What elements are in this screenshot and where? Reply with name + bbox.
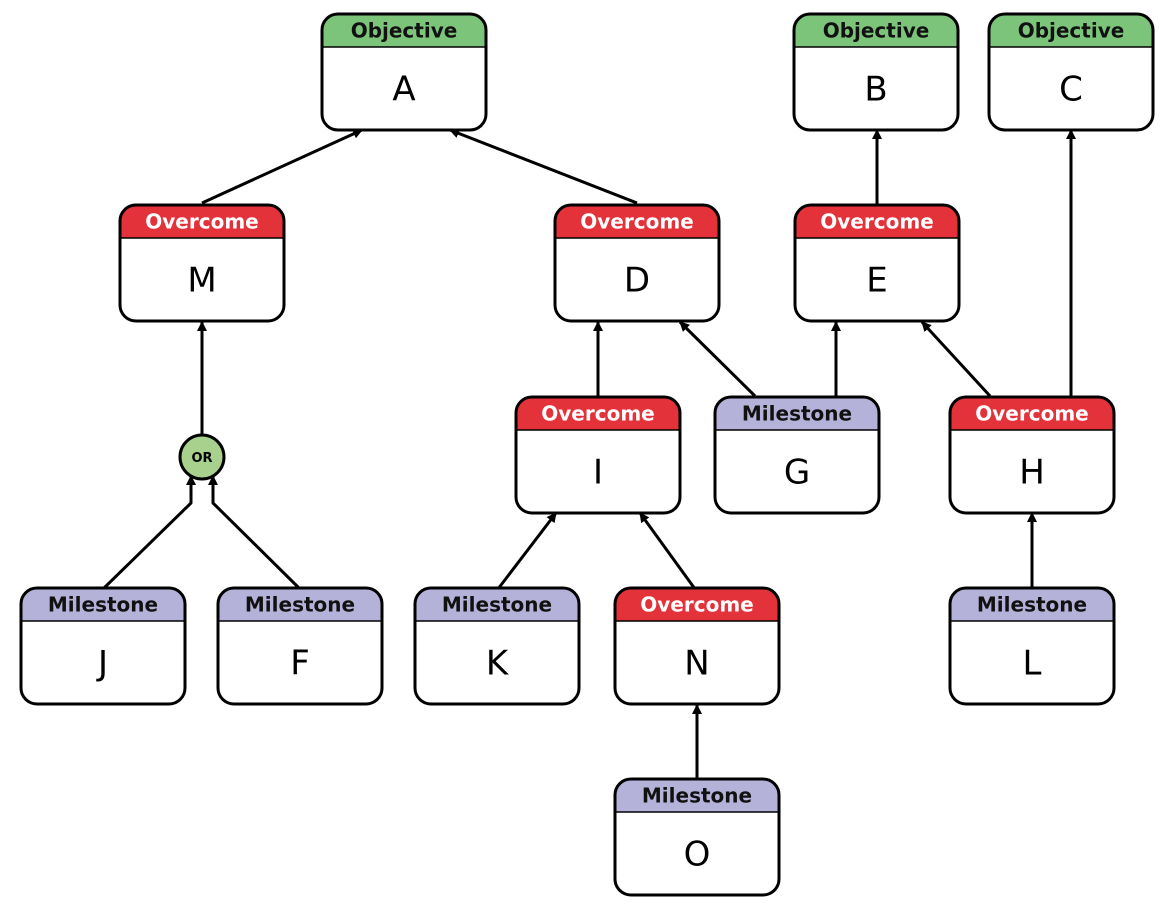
node-type-label: Objective	[823, 19, 930, 43]
node-header	[950, 397, 1114, 430]
node-header	[615, 779, 779, 812]
node-type-label: Overcome	[580, 210, 693, 234]
node-label: D	[624, 261, 650, 301]
node-label: B	[864, 70, 887, 110]
node-header	[615, 588, 779, 621]
node-type-label: Milestone	[442, 593, 552, 617]
node-header	[989, 14, 1153, 47]
node-type-label: Milestone	[642, 784, 752, 808]
node-type-label: Objective	[351, 19, 458, 43]
node-header	[21, 588, 185, 621]
node-label: A	[392, 70, 415, 110]
edge-j-to-or	[101, 475, 196, 591]
edge-g-to-d	[678, 320, 757, 398]
or-gate-label: OR	[191, 451, 212, 466]
node-header	[322, 14, 486, 47]
edge-f-to-or	[208, 475, 302, 591]
node-label: G	[784, 453, 810, 493]
node-label: L	[1023, 644, 1042, 684]
edge-k-to-i	[496, 512, 558, 590]
node-type-label: Overcome	[640, 593, 753, 617]
node-type-label: Overcome	[820, 210, 933, 234]
node-label: M	[187, 261, 216, 301]
node-label: I	[593, 453, 603, 493]
node-header	[415, 588, 579, 621]
node-label: E	[866, 261, 887, 301]
node-header	[795, 205, 959, 238]
node-header	[120, 205, 284, 238]
node-header	[516, 397, 680, 430]
node-type-label: Overcome	[145, 210, 258, 234]
node-type-label: Overcome	[541, 402, 654, 426]
node-type-label: Objective	[1018, 19, 1125, 43]
or-gate[interactable]: OR	[178, 433, 226, 481]
edge-d-to-a	[449, 128, 638, 205]
node-header	[794, 14, 958, 47]
node-type-label: Milestone	[977, 593, 1087, 617]
nodes-layer: ObjectiveAObjectiveBObjectiveCOvercomeMO…	[19, 12, 1155, 897]
node-label: H	[1019, 453, 1045, 493]
node-label: N	[684, 644, 709, 684]
node-header	[218, 588, 382, 621]
node-label: K	[486, 644, 510, 684]
node-header	[950, 588, 1114, 621]
node-label: J	[96, 644, 108, 684]
edges-layer	[101, 128, 1076, 779]
node-header	[555, 205, 719, 238]
node-type-label: Milestone	[245, 593, 355, 617]
node-type-label: Milestone	[742, 402, 852, 426]
node-header	[715, 397, 879, 430]
edge-m-to-a	[201, 128, 363, 205]
or-gate-circle	[178, 433, 226, 481]
node-type-label: Overcome	[975, 402, 1088, 426]
node-label: F	[290, 644, 310, 684]
node-label: O	[684, 835, 711, 875]
edge-n-to-i	[638, 512, 697, 590]
node-type-label: Milestone	[48, 593, 158, 617]
node-label: C	[1059, 70, 1083, 110]
edge-h-to-e	[920, 320, 992, 398]
